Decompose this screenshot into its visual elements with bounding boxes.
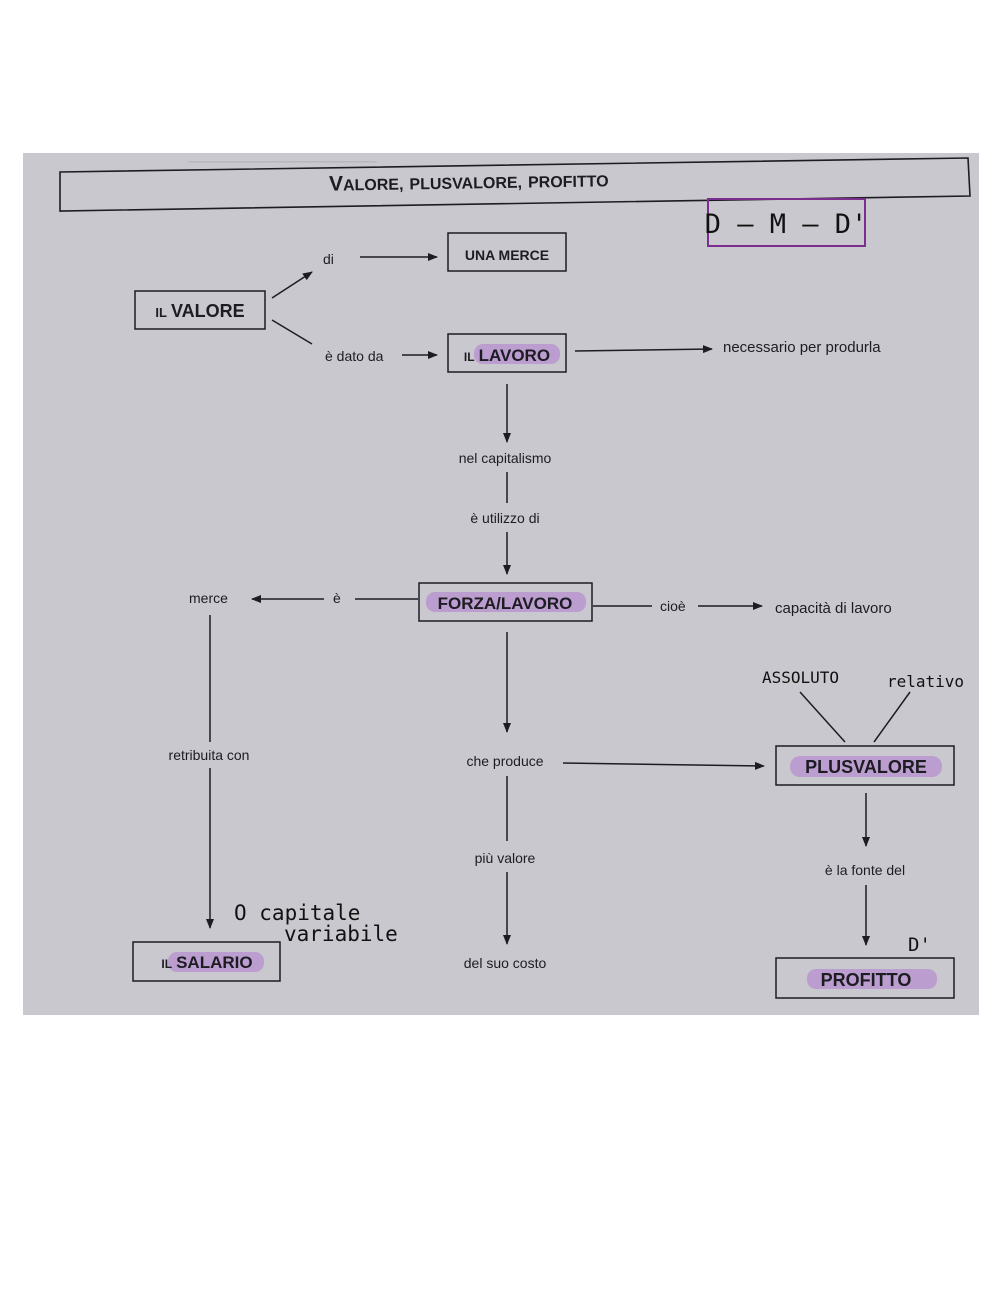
title-word-2: PLUSVALORE,	[409, 175, 522, 194]
highlight-mark	[807, 969, 937, 989]
line-assoluto	[799, 691, 846, 743]
node-il-salario: IL SALARIO	[132, 941, 281, 982]
note-d-prime: D'	[908, 934, 931, 956]
note-assoluto: ASSOLUTO	[762, 668, 839, 687]
title-word-1: ALORE,	[343, 177, 404, 195]
node-label: PROFITTO	[821, 970, 912, 990]
node-profitto: PROFITTO	[775, 957, 955, 999]
node-label: FORZA/LAVORO	[438, 594, 573, 613]
concept-map: VALORE, PLUSVALORE, PROFITTO D – M – D' IL…	[59, 157, 971, 999]
node-prefix: IL	[161, 957, 172, 971]
ghost-text: ───────────────────	[188, 155, 377, 170]
dmd-formula: D – M – D'	[705, 209, 868, 240]
label-merce: merce	[189, 590, 228, 606]
title-initial: V	[329, 172, 343, 195]
textbook-page-photo: ─────────────────── VALORE, PLUSVALORE, PR…	[23, 153, 979, 1015]
line-relativo	[873, 691, 911, 743]
node-label: SALARIO	[176, 953, 253, 972]
note-capitale: O capitale	[234, 901, 360, 925]
highlight-mark	[790, 756, 942, 777]
label-e: è	[333, 590, 341, 606]
dmd-annotation: D – M – D'	[705, 198, 868, 247]
node-prefix: IL	[155, 305, 167, 320]
highlight-mark	[168, 952, 264, 972]
node-prefix: IL	[464, 350, 475, 364]
link-labels: di è dato da necessario per produrla nel…	[169, 251, 906, 971]
line-valore-dato	[271, 319, 313, 345]
arrow-valore-di	[271, 271, 313, 299]
label-cioe: cioè	[660, 598, 686, 614]
handwritten-notes: ASSOLUTO relativo O capitale variabile D…	[234, 668, 964, 956]
label-piu-valore: più valore	[475, 850, 536, 866]
node-label: PLUSVALORE	[805, 757, 927, 777]
label-necessario: necessario per produrla	[723, 339, 881, 356]
label-del-suo-costo: del suo costo	[464, 955, 547, 971]
node-forza-lavoro: FORZA/LAVORO	[418, 582, 593, 622]
label-capacita: capacità di lavoro	[775, 600, 892, 617]
connectors	[206, 253, 911, 946]
title-banner: VALORE, PLUSVALORE, PROFITTO	[59, 157, 971, 212]
dmd-box	[707, 198, 866, 247]
label-e-utilizzo-di: è utilizzo di	[470, 510, 539, 526]
highlight-mark	[426, 592, 586, 612]
label-nel-capitalismo: nel capitalismo	[459, 450, 552, 466]
node-label: UNA MERCE	[465, 247, 549, 263]
node-plusvalore: PLUSVALORE	[775, 745, 955, 786]
node-label: VALORE	[171, 301, 245, 321]
node-il-lavoro: IL LAVORO	[447, 333, 567, 373]
arrow-produce-plusvalore	[562, 761, 765, 770]
node-label: LAVORO	[479, 346, 550, 365]
label-e-dato-da: è dato da	[325, 348, 384, 364]
node-una-merce: UNA MERCE	[447, 232, 567, 272]
arrow-lavoro-necessario	[574, 345, 713, 354]
highlight-mark	[474, 344, 560, 364]
page-title: VALORE, PLUSVALORE, PROFITTO	[329, 168, 609, 195]
note-relativo: relativo	[887, 672, 964, 691]
label-di: di	[323, 251, 334, 267]
node-il-valore: IL VALORE	[134, 290, 266, 330]
label-e-la-fonte-del: è la fonte del	[825, 862, 905, 878]
label-che-produce: che produce	[466, 753, 543, 769]
label-retribuita-con: retribuita con	[169, 747, 250, 763]
note-variabile: variabile	[284, 922, 398, 946]
title-word-3: PROFITTO	[528, 173, 609, 191]
